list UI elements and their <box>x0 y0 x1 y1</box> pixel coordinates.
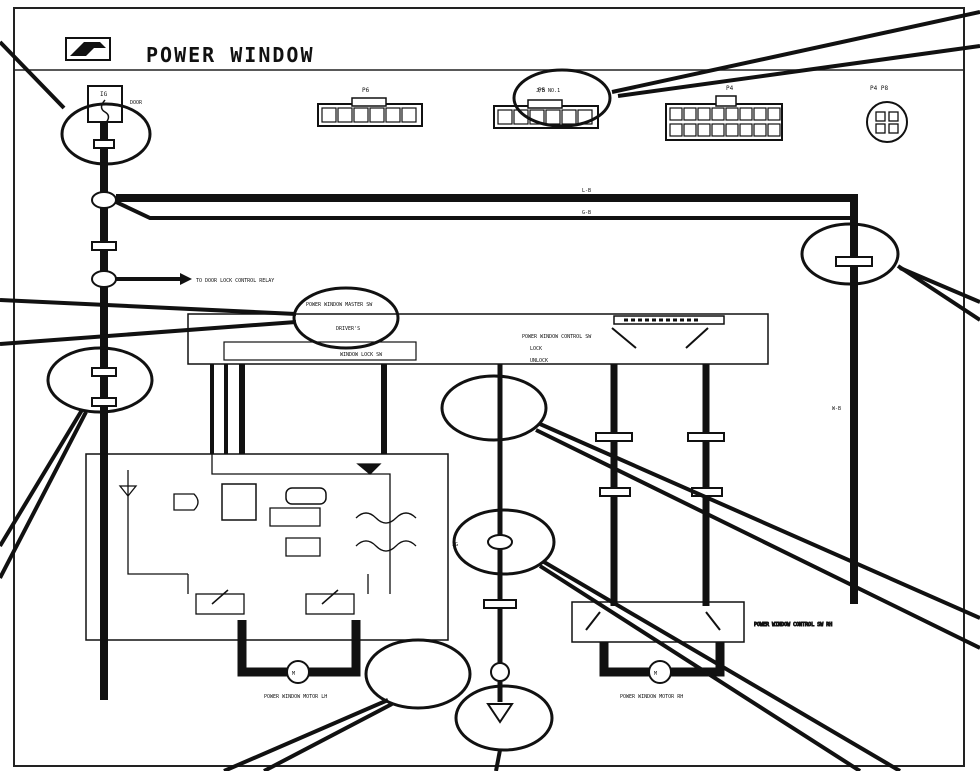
page-frame <box>13 7 965 767</box>
svg-text:IG: IG <box>100 91 108 98</box>
svg-text:DOOR: DOOR <box>130 100 143 106</box>
passenger-motor-icon: M <box>648 660 672 684</box>
passenger-switch-box: POWER WINDOW CONTROL SW RH <box>571 601 833 643</box>
svg-text:P4: P4 <box>726 85 734 92</box>
callout-lines <box>0 10 980 773</box>
ground-icon <box>486 703 514 724</box>
wire-label-1: L-B <box>582 188 591 194</box>
driver-controller <box>85 453 449 641</box>
svg-text:TO DOOR LOCK CONTROL RELAY: TO DOOR LOCK CONTROL RELAY <box>196 278 274 284</box>
svg-text:M: M <box>292 671 295 677</box>
master-switch-box: POWER WINDOW MASTER SW DRIVER'S WINDOW L… <box>187 302 769 365</box>
svg-text:POWER WINDOW MASTER SW: POWER WINDOW MASTER SW <box>306 302 373 308</box>
relay-arrow: TO DOOR LOCK CONTROL RELAY <box>116 273 274 285</box>
ground-label: IG <box>452 542 458 548</box>
diagram-title: POWER WINDOW <box>146 43 315 67</box>
wire-label-3: W-B <box>832 406 841 412</box>
title-logo-icon <box>65 37 111 61</box>
feed-wire-lower <box>115 200 858 262</box>
svg-text:UNLOCK: UNLOCK <box>530 358 548 364</box>
svg-text:WINDOW LOCK SW: WINDOW LOCK SW <box>340 352 383 358</box>
right-wire-group <box>610 364 710 606</box>
svg-text:POWER WINDOW CONTROL SW RH: POWER WINDOW CONTROL SW RH <box>754 622 832 628</box>
connector-p4: P4 <box>665 85 783 141</box>
driver-motor-label: POWER WINDOW MOTOR LH <box>264 694 327 700</box>
svg-text:M: M <box>654 671 657 677</box>
svg-text:P6: P6 <box>362 87 370 94</box>
left-wire-group <box>210 364 387 454</box>
connector-p6: P6 <box>317 87 423 127</box>
wire-label-2: G-B <box>582 210 591 216</box>
jb-label: J/B NO.1 <box>536 88 560 94</box>
svg-text:LOCK: LOCK <box>530 346 542 352</box>
svg-text:P4 P8: P4 P8 <box>870 85 888 92</box>
right-splices <box>595 432 725 497</box>
driver-motor-icon: M <box>286 660 310 684</box>
svg-text:POWER WINDOW CONTROL SW: POWER WINDOW CONTROL SW <box>522 334 592 340</box>
svg-text:DRIVER'S: DRIVER'S <box>336 326 360 332</box>
connector-p8: P4 P8 <box>866 85 908 143</box>
svg-text:P5: P5 <box>538 87 546 94</box>
right-splice <box>835 256 873 267</box>
passenger-motor-label: POWER WINDOW MOTOR RH <box>620 694 683 700</box>
feed-wire-upper <box>116 194 858 604</box>
center-splices <box>483 534 517 682</box>
callout-circles <box>46 68 900 752</box>
